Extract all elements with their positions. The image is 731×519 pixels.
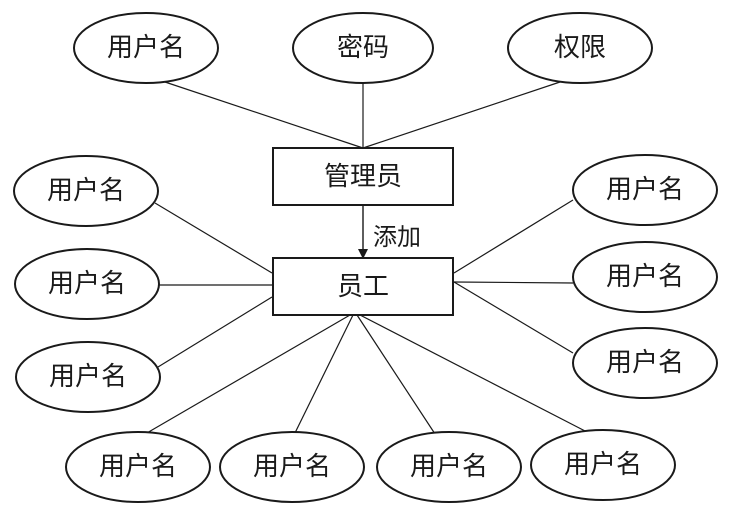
- attribute-label: 用户名: [606, 348, 684, 378]
- entity-admin-label: 管理员: [324, 162, 402, 192]
- attribute-label: 用户名: [99, 452, 177, 482]
- connector-admin-username: [164, 81, 364, 149]
- attribute-bottom-2: 用户名: [219, 431, 365, 503]
- connector-left-1: [154, 202, 273, 274]
- attribute-label: 用户名: [48, 269, 126, 299]
- attribute-label: 用户名: [107, 33, 185, 63]
- connector-admin-permission: [362, 81, 561, 149]
- employee-attributes-left: 用户名 用户名 用户名: [13, 155, 161, 413]
- attribute-label: 权限: [554, 33, 606, 63]
- attribute-bottom-4: 用户名: [530, 429, 676, 501]
- connector-bottom-3: [356, 314, 438, 438]
- entity-admin: 管理员: [272, 147, 454, 206]
- connector-bottom-4: [359, 314, 588, 433]
- attribute-label: 用户名: [410, 452, 488, 482]
- attribute-admin-permission: 权限: [507, 12, 653, 84]
- connector-right-2: [453, 281, 574, 284]
- relationship-label: 添加: [373, 223, 421, 251]
- attribute-left-3: 用户名: [15, 341, 161, 413]
- attribute-bottom-3: 用户名: [376, 431, 522, 503]
- attribute-label: 用户名: [47, 176, 125, 206]
- admin-attributes: 用户名 密码 权限: [73, 12, 653, 84]
- attribute-label: 密码: [337, 33, 389, 63]
- connector-right-3: [453, 281, 574, 354]
- attribute-right-2: 用户名: [572, 241, 718, 313]
- employee-attributes-bottom: 用户名 用户名 用户名 用户名: [65, 429, 676, 503]
- attribute-left-1: 用户名: [13, 155, 159, 227]
- connector-left-3: [157, 296, 273, 368]
- attribute-label: 用户名: [564, 450, 642, 480]
- entity-employee-label: 员工: [337, 272, 389, 302]
- connector-bottom-1: [139, 314, 351, 438]
- attribute-label: 用户名: [49, 362, 127, 392]
- attribute-right-1: 用户名: [572, 154, 718, 226]
- connector-right-1: [453, 199, 574, 274]
- attribute-admin-password: 密码: [292, 12, 434, 84]
- attribute-bottom-1: 用户名: [65, 431, 211, 503]
- attribute-right-3: 用户名: [572, 327, 718, 399]
- employee-attributes-right: 用户名 用户名 用户名: [572, 154, 718, 399]
- connector-bottom-2: [292, 314, 354, 438]
- entity-employee: 员工: [272, 257, 454, 316]
- attribute-label: 用户名: [606, 262, 684, 292]
- attribute-label: 用户名: [253, 452, 331, 482]
- connectors: [139, 81, 588, 438]
- attribute-admin-username: 用户名: [73, 12, 219, 84]
- attribute-label: 用户名: [606, 175, 684, 205]
- attribute-left-2: 用户名: [14, 248, 160, 320]
